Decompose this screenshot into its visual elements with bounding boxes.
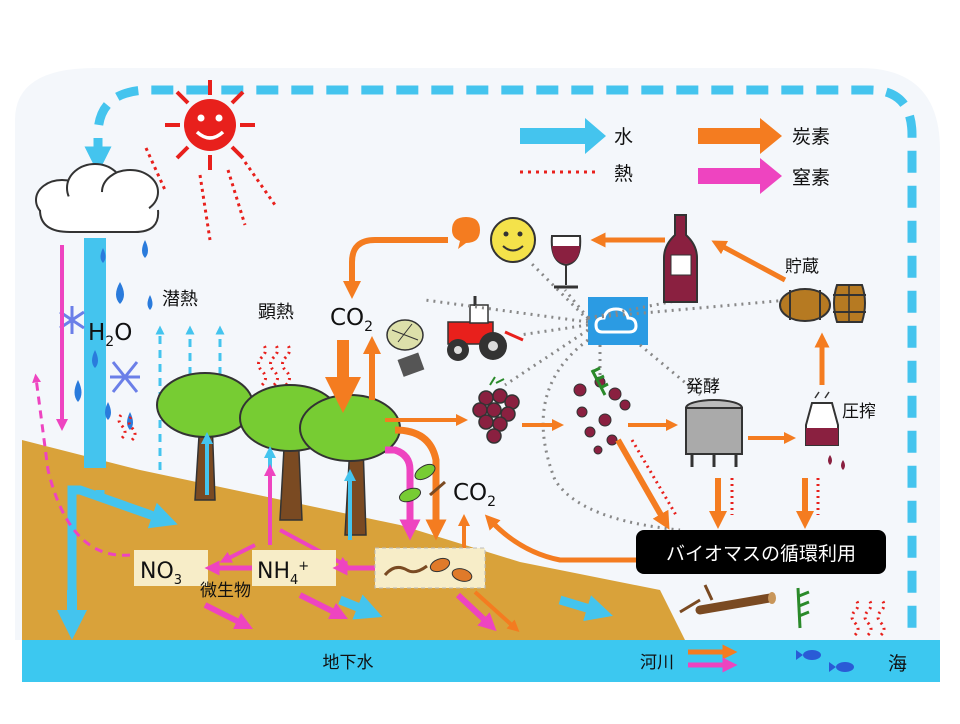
consumer-to-co2-arrow xyxy=(343,237,448,299)
sprig-icon xyxy=(796,587,810,629)
sensible-heat-label: 顕熱 xyxy=(258,302,294,323)
wine-bottle-icon xyxy=(663,214,698,303)
fish-icon xyxy=(796,650,854,672)
svg-text:熱: 熱 xyxy=(614,163,633,185)
nh4-box xyxy=(252,550,336,586)
co2-mid-label: CO2 xyxy=(453,480,496,510)
branch-icon xyxy=(679,584,776,615)
press-icon xyxy=(805,391,845,470)
cloud-icon xyxy=(35,163,160,233)
legend-heat: 熱 xyxy=(520,163,633,185)
speech-bubble-icon xyxy=(452,217,480,249)
sun-icon xyxy=(165,80,255,170)
biomass-flow-arrows xyxy=(615,438,814,530)
leaf-icon xyxy=(398,463,446,503)
litter-nitrogen-arrow xyxy=(385,446,421,541)
raindrop-icon xyxy=(74,240,153,430)
sea-label: 海 xyxy=(888,653,907,675)
biomass-heat-lines xyxy=(630,439,820,516)
heat-ground-right xyxy=(850,597,886,637)
legend-carbon: 炭素 xyxy=(698,118,830,154)
biomass-box xyxy=(636,530,886,574)
sensible-heat-waves xyxy=(257,341,291,387)
litter-icon xyxy=(383,557,473,582)
grape-icon xyxy=(472,376,520,444)
stem-icon xyxy=(590,366,609,396)
cloud-service-icon xyxy=(588,297,648,345)
nitrogen-leaching-arrows xyxy=(203,592,497,632)
soil-layer xyxy=(22,440,685,640)
storage-to-bottle-arrow xyxy=(711,240,787,283)
legend: 水 熱 炭素 窒素 xyxy=(520,118,830,194)
river-label: 河川 xyxy=(640,653,674,673)
barrel-icon xyxy=(779,284,866,323)
litter-carbon-arrow xyxy=(394,426,447,541)
tree-icon xyxy=(156,372,401,536)
nitrogen-recycle-arc xyxy=(32,373,131,557)
wine-glass-icon xyxy=(550,235,582,289)
grape-pulp-icon xyxy=(573,376,631,455)
co2-top-label: CO2 xyxy=(330,305,373,335)
biomass-to-co2-arrow xyxy=(484,514,640,563)
svg-text:水: 水 xyxy=(614,126,633,148)
microbes-label: 微生物 xyxy=(200,581,251,601)
svg-text:窒素: 窒素 xyxy=(792,167,830,189)
storage-label: 貯蔵 xyxy=(785,257,819,277)
water-cycle-loop xyxy=(84,85,917,640)
tractor-icon xyxy=(447,296,524,361)
h2o-label: H2O xyxy=(88,320,132,350)
legend-nitrogen: 窒素 xyxy=(698,158,830,194)
legend-water: 水 xyxy=(520,118,633,154)
groundwater-label: 地下水 xyxy=(323,653,374,673)
nh4-label: NH4+ xyxy=(257,559,309,588)
fermentation-label: 発酵 xyxy=(686,377,720,397)
no3-box xyxy=(134,550,208,586)
latent-heat-label: 潜熱 xyxy=(162,289,198,310)
smiley-icon xyxy=(490,217,536,263)
svg-text:炭素: 炭素 xyxy=(792,126,830,148)
camera-icon xyxy=(386,319,425,377)
snowflake-icon xyxy=(59,306,140,393)
solar-radiation xyxy=(144,147,277,241)
soil-water-arrows xyxy=(67,485,613,622)
river-arrows xyxy=(688,644,738,673)
carbon-leaching-arrows xyxy=(473,590,520,633)
biomass-label: バイオマスの循環利用 xyxy=(666,543,856,565)
groundwater-band xyxy=(22,640,940,682)
no3-label: NO3 xyxy=(140,559,182,588)
pressing-label: 圧搾 xyxy=(842,402,876,422)
heat-ground-left xyxy=(117,412,137,442)
fermentation-tank-icon xyxy=(685,399,743,467)
